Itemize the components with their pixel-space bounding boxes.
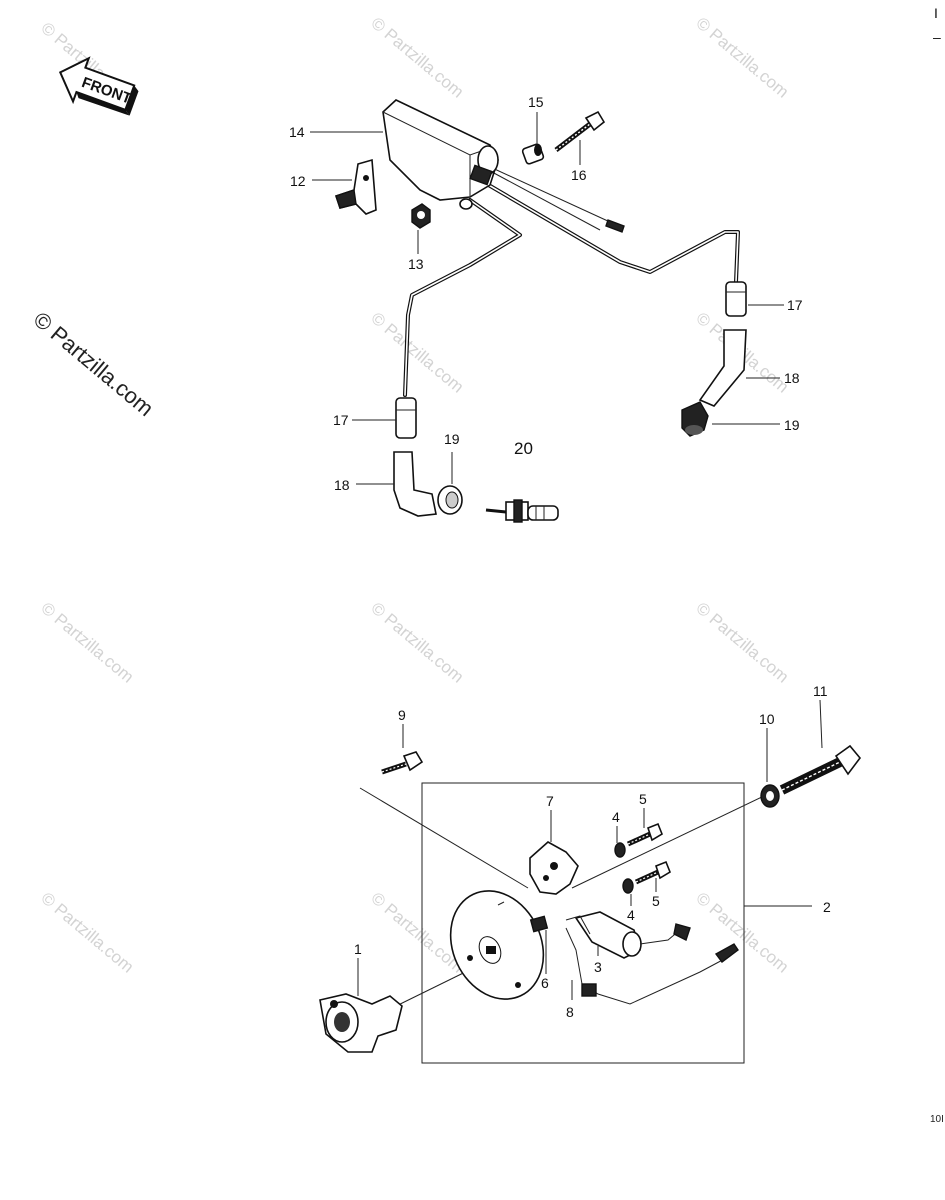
callout-20: 20 (514, 439, 533, 458)
callout-2: 2 (823, 899, 831, 915)
cap-17-right (725, 281, 747, 317)
washer-4-lower (622, 878, 634, 894)
callout-15: 15 (528, 94, 544, 110)
assembly-frame-2 (421, 782, 745, 1064)
callout-8: 8 (566, 1004, 574, 1020)
breaker-base-plate (449, 890, 545, 1000)
corner-bottom-code: 10I (930, 1114, 944, 1125)
callout-10: 10 (759, 711, 775, 727)
watermark: © Partzilla.com (367, 599, 467, 687)
callout-13: 13 (408, 256, 424, 272)
watermark-side: © Partzilla.com (29, 307, 159, 421)
coil-bracket-12 (334, 158, 377, 215)
screw-5-upper (626, 822, 663, 847)
watermark: © Partzilla.com (367, 14, 467, 102)
felt-6 (529, 915, 549, 933)
callout-14: 14 (289, 124, 305, 140)
advancer-1 (319, 993, 403, 1053)
screw-9 (381, 751, 424, 775)
lower-callouts: 1 2 3 4 4 5 5 6 7 8 9 10 11 (354, 683, 831, 1020)
watermark: © Partzilla.com (37, 889, 137, 977)
callout-19-left: 19 (444, 431, 460, 447)
callout-3: 3 (594, 959, 602, 975)
watermark: © Partzilla.com (692, 599, 792, 687)
condenser-3 (565, 911, 691, 959)
plug-cap-assembly-right (681, 281, 747, 437)
corner-top-mark: I (934, 5, 938, 21)
watermark: © Partzilla.com (367, 309, 467, 397)
spark-plug-20 (485, 499, 559, 523)
bolt-16 (554, 110, 606, 152)
callout-17-right: 17 (787, 297, 803, 313)
contact-breaker-7 (529, 841, 579, 895)
callout-17-left: 17 (333, 412, 349, 428)
upper-callouts: 14 12 13 15 16 17 18 19 17 18 19 20 (289, 94, 803, 493)
callout-7: 7 (546, 793, 554, 809)
callout-1: 1 (354, 941, 362, 957)
callout-16: 16 (571, 167, 587, 183)
corner-top-dash: – (933, 29, 941, 45)
callout-4-lower: 4 (627, 907, 635, 923)
callout-19-right: 19 (784, 417, 800, 433)
callout-18-right: 18 (784, 370, 800, 386)
callout-11: 11 (813, 683, 828, 699)
ignition-coil-body (382, 99, 499, 210)
high-tension-lead-right (478, 178, 740, 284)
cap-17-left (395, 397, 417, 439)
callout-5-upper: 5 (639, 791, 647, 807)
callout-6: 6 (541, 975, 549, 991)
washer-4-upper (614, 842, 626, 858)
ignition-coil-assembly (310, 99, 784, 523)
callout-12: 12 (290, 173, 306, 189)
callout-9: 9 (398, 707, 406, 723)
screw-5-lower (634, 860, 671, 885)
callout-18-left: 18 (334, 477, 350, 493)
breaker-assembly (319, 699, 862, 1064)
watermark: © Partzilla.com (692, 889, 792, 977)
bolt-11 (779, 744, 862, 795)
plug-cap-18-right (698, 329, 747, 407)
collar-15 (521, 143, 545, 165)
callout-4-upper: 4 (612, 809, 620, 825)
primary-wire-terminal (605, 219, 625, 233)
watermark: © Partzilla.com (692, 14, 792, 102)
callout-5-lower: 5 (652, 893, 660, 909)
plug-cap-assembly-left (393, 397, 559, 523)
lead-wire-8 (565, 927, 739, 1005)
watermark: © Partzilla.com (37, 599, 137, 687)
nut-13 (411, 203, 431, 229)
plug-cap-18-left (393, 451, 437, 517)
washer-10 (760, 784, 780, 808)
